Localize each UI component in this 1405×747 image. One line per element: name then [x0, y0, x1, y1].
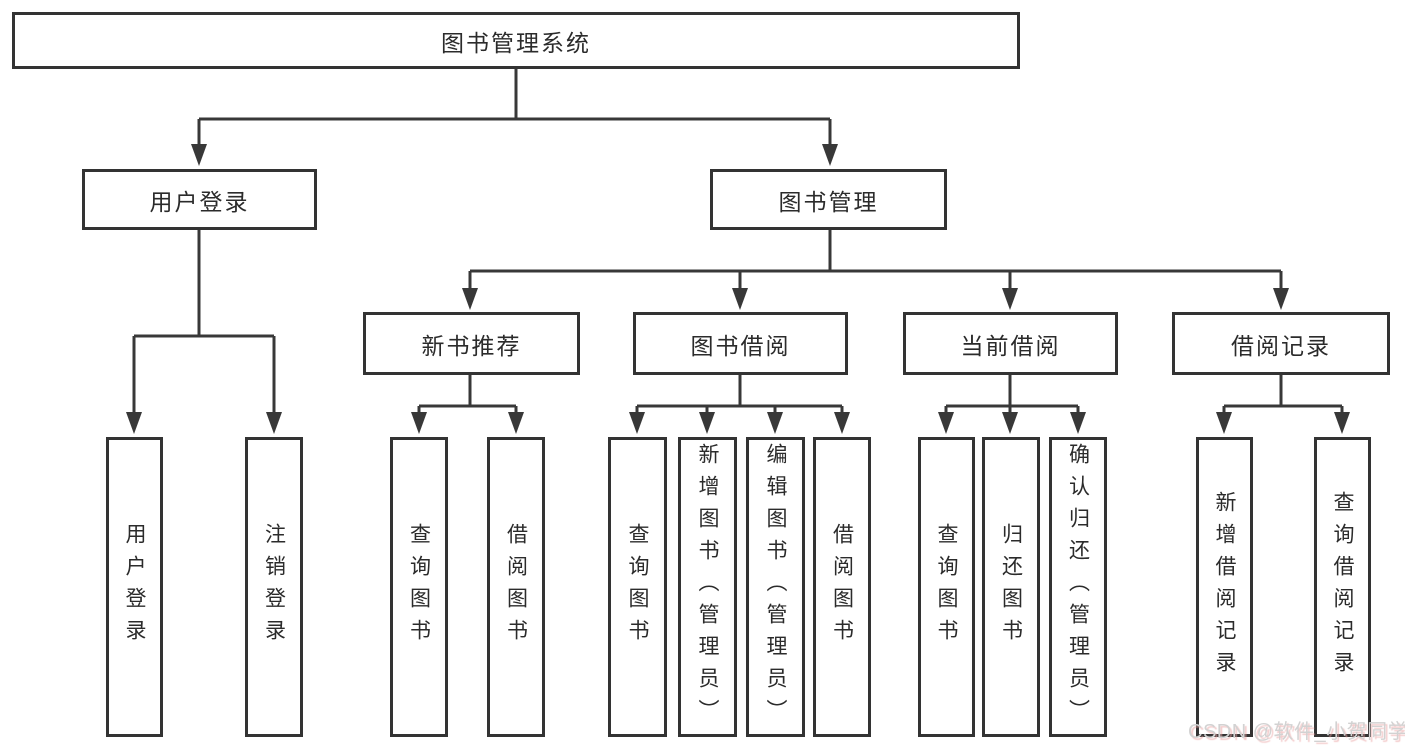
leaf-label: 新增借阅记录 — [1213, 491, 1237, 683]
arrowhead-icon — [1002, 412, 1018, 434]
node-borrowing-records: 借阅记录 — [1172, 312, 1390, 375]
connector-book-management-to-level3 — [468, 230, 1283, 292]
leaf-query-books-2: 查询图书 — [608, 437, 667, 737]
leaf-label: 查询图书 — [626, 523, 650, 651]
node-label: 新书推荐 — [421, 332, 522, 359]
leaf-add-books-admin: 新增图书（管理员） — [678, 437, 737, 737]
node-label: 图书管理系统 — [441, 29, 591, 56]
node-label: 用户登录 — [149, 188, 250, 215]
leaf-confirm-return-admin: 确认归还（管理员） — [1049, 437, 1107, 737]
leaf-label: 借阅图书 — [830, 523, 854, 651]
arrowhead-icon — [732, 288, 748, 310]
arrowhead-icon — [191, 144, 207, 166]
node-book-borrowing: 图书借阅 — [633, 312, 848, 375]
connector-root-to-level2 — [197, 69, 832, 148]
leaf-query-books-3: 查询图书 — [918, 437, 975, 737]
node-new-book-recommendation: 新书推荐 — [363, 312, 580, 375]
arrowhead-icon — [1216, 412, 1232, 434]
arrowhead-icon — [822, 144, 838, 166]
leaf-label: 归还图书 — [999, 523, 1023, 651]
leaf-add-borrow-record: 新增借阅记录 — [1196, 437, 1253, 737]
arrowhead-icon — [767, 412, 783, 434]
arrowhead-icon — [629, 412, 645, 434]
leaf-label: 注销登录 — [262, 523, 286, 651]
leaf-user-login: 用户登录 — [106, 437, 163, 737]
leaf-label: 查询图书 — [407, 523, 431, 651]
node-label: 图书借阅 — [690, 332, 791, 359]
connector-book-borrow-to-leaves — [635, 375, 844, 416]
arrowhead-icon — [462, 288, 478, 310]
arrowhead-icon — [411, 412, 427, 434]
node-label: 借阅记录 — [1231, 332, 1331, 359]
leaf-label: 新增图书（管理员） — [696, 443, 720, 731]
arrowhead-icon — [508, 412, 524, 434]
node-current-borrowing: 当前借阅 — [903, 312, 1118, 375]
leaf-edit-books-admin: 编辑图书（管理员） — [746, 437, 805, 737]
arrowhead-icon — [1273, 288, 1289, 310]
node-label: 当前借阅 — [960, 332, 1061, 359]
arrowhead-icon — [1070, 412, 1086, 434]
node-library-management-system: 图书管理系统 — [12, 12, 1020, 69]
leaf-borrow-books-2: 借阅图书 — [813, 437, 871, 737]
arrowhead-icon — [126, 412, 142, 434]
connector-new-book-rec-to-leaves — [417, 375, 518, 416]
leaf-query-books-1: 查询图书 — [390, 437, 448, 737]
leaf-return-books: 归还图书 — [982, 437, 1040, 737]
arrowhead-icon — [1334, 412, 1350, 434]
node-label: 图书管理 — [778, 188, 879, 215]
leaf-borrow-books-1: 借阅图书 — [487, 437, 545, 737]
connector-borrow-records-to-leaves — [1222, 375, 1344, 416]
connector-user-login-to-leaves — [132, 230, 276, 416]
leaf-label: 查询借阅记录 — [1331, 491, 1355, 683]
leaf-label: 编辑图书（管理员） — [764, 443, 788, 731]
arrowhead-icon — [938, 412, 954, 434]
csdn-watermark: CSDN @软件_小贺同学 — [1188, 721, 1405, 743]
arrowhead-icon — [266, 412, 282, 434]
leaf-query-borrow-record: 查询借阅记录 — [1314, 437, 1371, 737]
leaf-label: 用户登录 — [123, 523, 147, 651]
leaf-label: 借阅图书 — [504, 523, 528, 651]
connector-current-borrow-to-leaves — [944, 375, 1080, 416]
arrowhead-icon — [1002, 288, 1018, 310]
node-book-management: 图书管理 — [710, 169, 947, 230]
arrowhead-icon — [699, 412, 715, 434]
leaf-logout: 注销登录 — [245, 437, 303, 737]
node-user-login: 用户登录 — [82, 169, 317, 230]
leaf-label: 查询图书 — [935, 523, 959, 651]
leaf-label: 确认归还（管理员） — [1066, 443, 1090, 731]
arrowhead-icon — [834, 412, 850, 434]
